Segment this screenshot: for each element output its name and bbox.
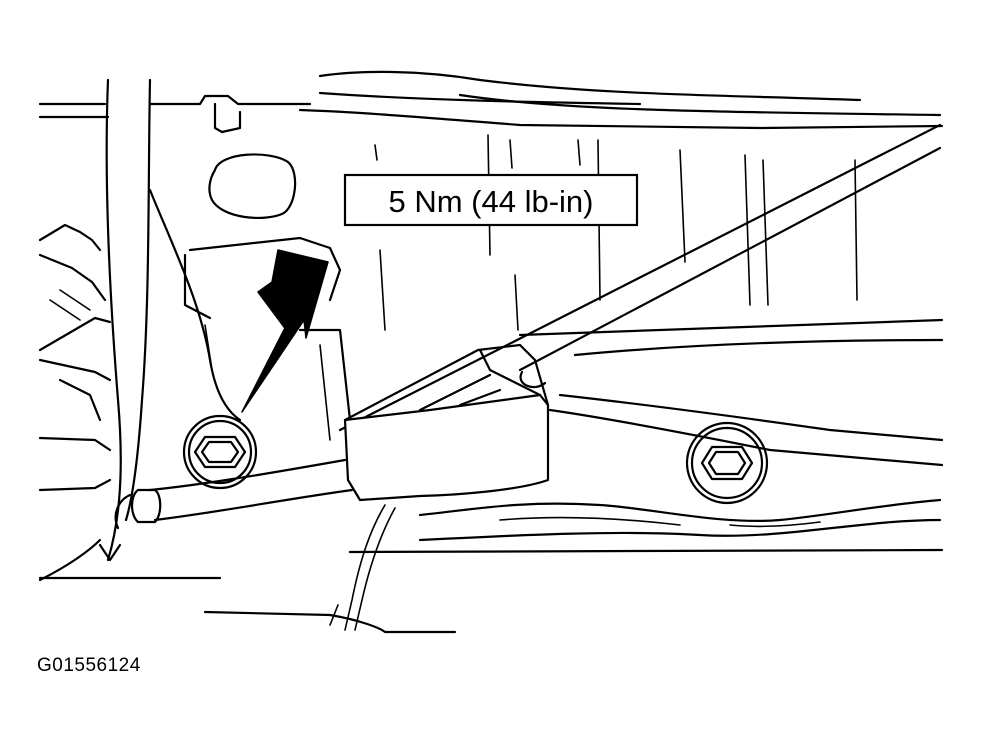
torque-callout: 5 Nm (44 lb-in) xyxy=(343,173,639,227)
diagonal-rod xyxy=(338,123,942,432)
side-panel xyxy=(348,318,944,554)
wire xyxy=(329,504,396,631)
rod-bracket xyxy=(343,343,550,502)
cable xyxy=(114,458,354,530)
second-bolt xyxy=(685,421,769,505)
oval-hole xyxy=(208,153,297,220)
figure-id: G01556124 xyxy=(37,655,141,676)
left-bracket xyxy=(38,223,112,582)
vertical-ribs xyxy=(374,134,858,331)
torque-label: 5 Nm (44 lb-in) xyxy=(389,184,594,219)
upper-body-outline xyxy=(38,70,944,134)
mounting-panel xyxy=(148,188,352,441)
target-bolt xyxy=(182,414,258,490)
pointer-arrow xyxy=(241,249,329,413)
lower-outline xyxy=(38,543,457,634)
left-tube xyxy=(105,78,152,562)
